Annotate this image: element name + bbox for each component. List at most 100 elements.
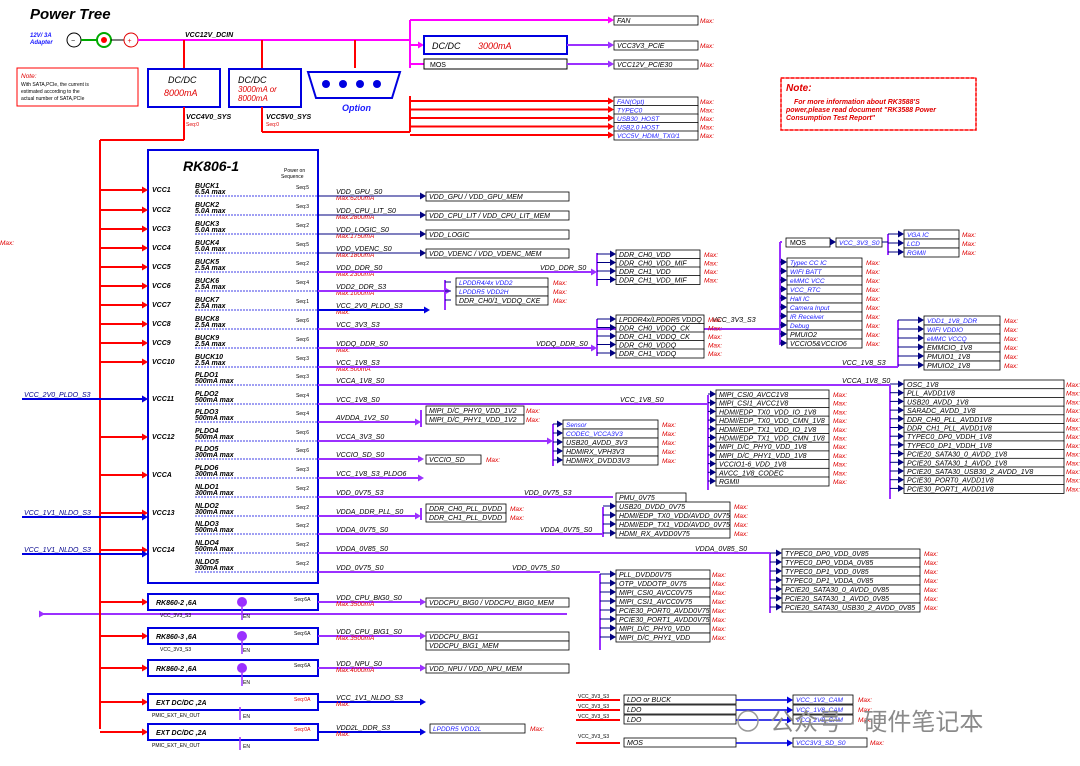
- arrow-head: [420, 192, 426, 200]
- arrow-head: [142, 206, 148, 214]
- reg-max: Max:1000mA: [336, 290, 374, 297]
- note-left-line: With SATA,PCIe, the current is: [21, 82, 89, 88]
- sd-load: [792, 737, 868, 748]
- max-label: Max:: [712, 599, 726, 606]
- vcca18-load-label: PCIE20_SATA30_0_AVDD_1V8: [907, 452, 1007, 459]
- rk860-max: Max:4000mA: [336, 667, 374, 674]
- max-label: Max:: [1066, 452, 1080, 459]
- max-label: Max:: [712, 626, 726, 633]
- vcc-1v8-s0-label: VCC_1V8_S0: [620, 397, 664, 404]
- max-label: Max:: [833, 401, 847, 408]
- pmic-input-label: VCC8: [152, 321, 171, 328]
- vdda075-load-label: HDMI_RX_AVDD0V75: [619, 531, 690, 538]
- reg-current: 2.5A max: [194, 341, 227, 348]
- ldo-box-label: LDO or BUCK: [627, 697, 671, 704]
- reg-name: PLDO2: [195, 391, 218, 398]
- max-label: Max:: [1066, 460, 1080, 467]
- arrow-head: [591, 344, 597, 352]
- arrow-head: [610, 615, 616, 623]
- v18s3-load-label: PMUIO2_1V8: [927, 363, 970, 370]
- dcdc3-current: 3000mA: [478, 41, 512, 51]
- max-label: Max:: [1066, 417, 1080, 424]
- arrow-head: [610, 267, 616, 275]
- pmic-input-label: VCC7: [152, 302, 172, 309]
- arrow-head: [898, 397, 904, 405]
- note-left-title: Note:: [21, 73, 37, 80]
- reg-output-label: VCCA_1V8_S0: [336, 378, 384, 385]
- reg-output-label: AVDDA_1V2_S0: [335, 415, 389, 422]
- rk860-name: RK860-2 ,6A: [156, 666, 197, 673]
- arrow-head: [787, 739, 793, 747]
- arrow-head: [547, 437, 553, 445]
- max-label: Max:: [866, 278, 880, 285]
- arrow-head: [918, 316, 924, 324]
- v18s0-load-label: HDMI/EDP_TX1_VDD_IO_1V8: [719, 427, 816, 434]
- max-label: Max:: [924, 587, 938, 594]
- arrow-head: [142, 550, 148, 558]
- mos-input: VCC_3V3_S3: [578, 734, 609, 740]
- max-label: Max:: [700, 62, 714, 69]
- note-right-line: For more information about RK3588'S: [794, 99, 920, 106]
- arrow-head: [898, 248, 904, 256]
- reg-current: 500mA max: [195, 397, 235, 404]
- option-pin-icon: [322, 80, 330, 88]
- max-label: Max:: [662, 440, 676, 447]
- vcc-3v3-s3-label: VCC_3V3_S3: [712, 317, 756, 324]
- reg-load: [425, 248, 570, 259]
- reg-output-label: VDDA_DDR_PLL_S0: [336, 509, 403, 516]
- reg-current: 300mA max: [195, 509, 235, 516]
- dcdc2-current: 3000mA or: [238, 85, 277, 94]
- vcca18-load-label: TYPEC0_DP1_VDDH_1V8: [907, 443, 992, 450]
- arrow-head: [710, 477, 716, 485]
- vdda-0v85-label: VDDA_0V85_S0: [695, 546, 747, 553]
- wechat-logo-icon: [737, 710, 759, 732]
- arrow-head: [610, 633, 616, 641]
- max-label: Max:: [924, 596, 938, 603]
- max-label: Max:: [1066, 486, 1080, 493]
- arrow-head: [142, 339, 148, 347]
- arrow-head: [610, 341, 616, 348]
- ext-input: PMIC_EXT_EN_OUT: [152, 743, 200, 749]
- arrow-head: [898, 415, 904, 423]
- max-label: Max:: [662, 458, 676, 465]
- vdd2-load-label: LPDDR5 VDD2H: [459, 289, 509, 296]
- arrow-head: [142, 433, 148, 441]
- arrow-head: [898, 432, 904, 440]
- ddr-load-label: DDR_CH0_VDD_MIF: [619, 261, 687, 268]
- arrow-head: [142, 598, 148, 606]
- arrow-head: [918, 361, 924, 369]
- cam-load-label: VCC_2V8_CAM: [796, 717, 844, 724]
- mos-box-label: MOS: [627, 740, 643, 747]
- reg-seq: Seq:2: [296, 486, 309, 492]
- reg-output-label: VDD_CPU_LIT_S0: [336, 208, 396, 215]
- v18s0-load-label: VCCIO1-6_VDD_1V8: [719, 462, 786, 469]
- vddq-rail: VDDQ_DDR_S0: [536, 341, 588, 348]
- vcca18-load-label: USB20_AVDD_1V8: [907, 399, 969, 406]
- vdd075s0-load-label: PCIE30_PORT1_AVDD0V75: [619, 617, 710, 624]
- arrow-head: [787, 716, 793, 724]
- arrow-head: [898, 484, 904, 492]
- arrow-head: [415, 512, 421, 520]
- reg-seq: Seq:5: [296, 185, 309, 191]
- ext-output: VCC_1V1_NLDO_S3: [336, 695, 403, 702]
- vdda-0v75-label: VDDA_0V75_S0: [540, 527, 592, 534]
- reg-seq: Seq:2: [296, 261, 309, 267]
- arrow-head: [610, 332, 616, 340]
- note-right-frame: [780, 77, 977, 131]
- arrow-head: [781, 312, 787, 320]
- reg-max: Max:2300mA: [336, 271, 374, 278]
- max-label: Max:: [700, 108, 714, 115]
- dcdc3-name: DC/DC: [432, 41, 461, 51]
- rk860-en: EN: [243, 614, 250, 620]
- arrow-head: [424, 306, 430, 314]
- arrow-head: [918, 352, 924, 360]
- reg-output-label: VDD_0V75_S0: [336, 565, 384, 572]
- note-right-title: Note:: [786, 83, 812, 94]
- arrow-head: [710, 442, 716, 450]
- reg-current: 500mA max: [195, 527, 235, 534]
- max-label: Max:: [924, 578, 938, 585]
- reg-load-label: VDD_LOGIC: [429, 232, 470, 239]
- note-left-line: estimated according to the: [21, 89, 80, 95]
- vccio-sd-load: [425, 454, 482, 465]
